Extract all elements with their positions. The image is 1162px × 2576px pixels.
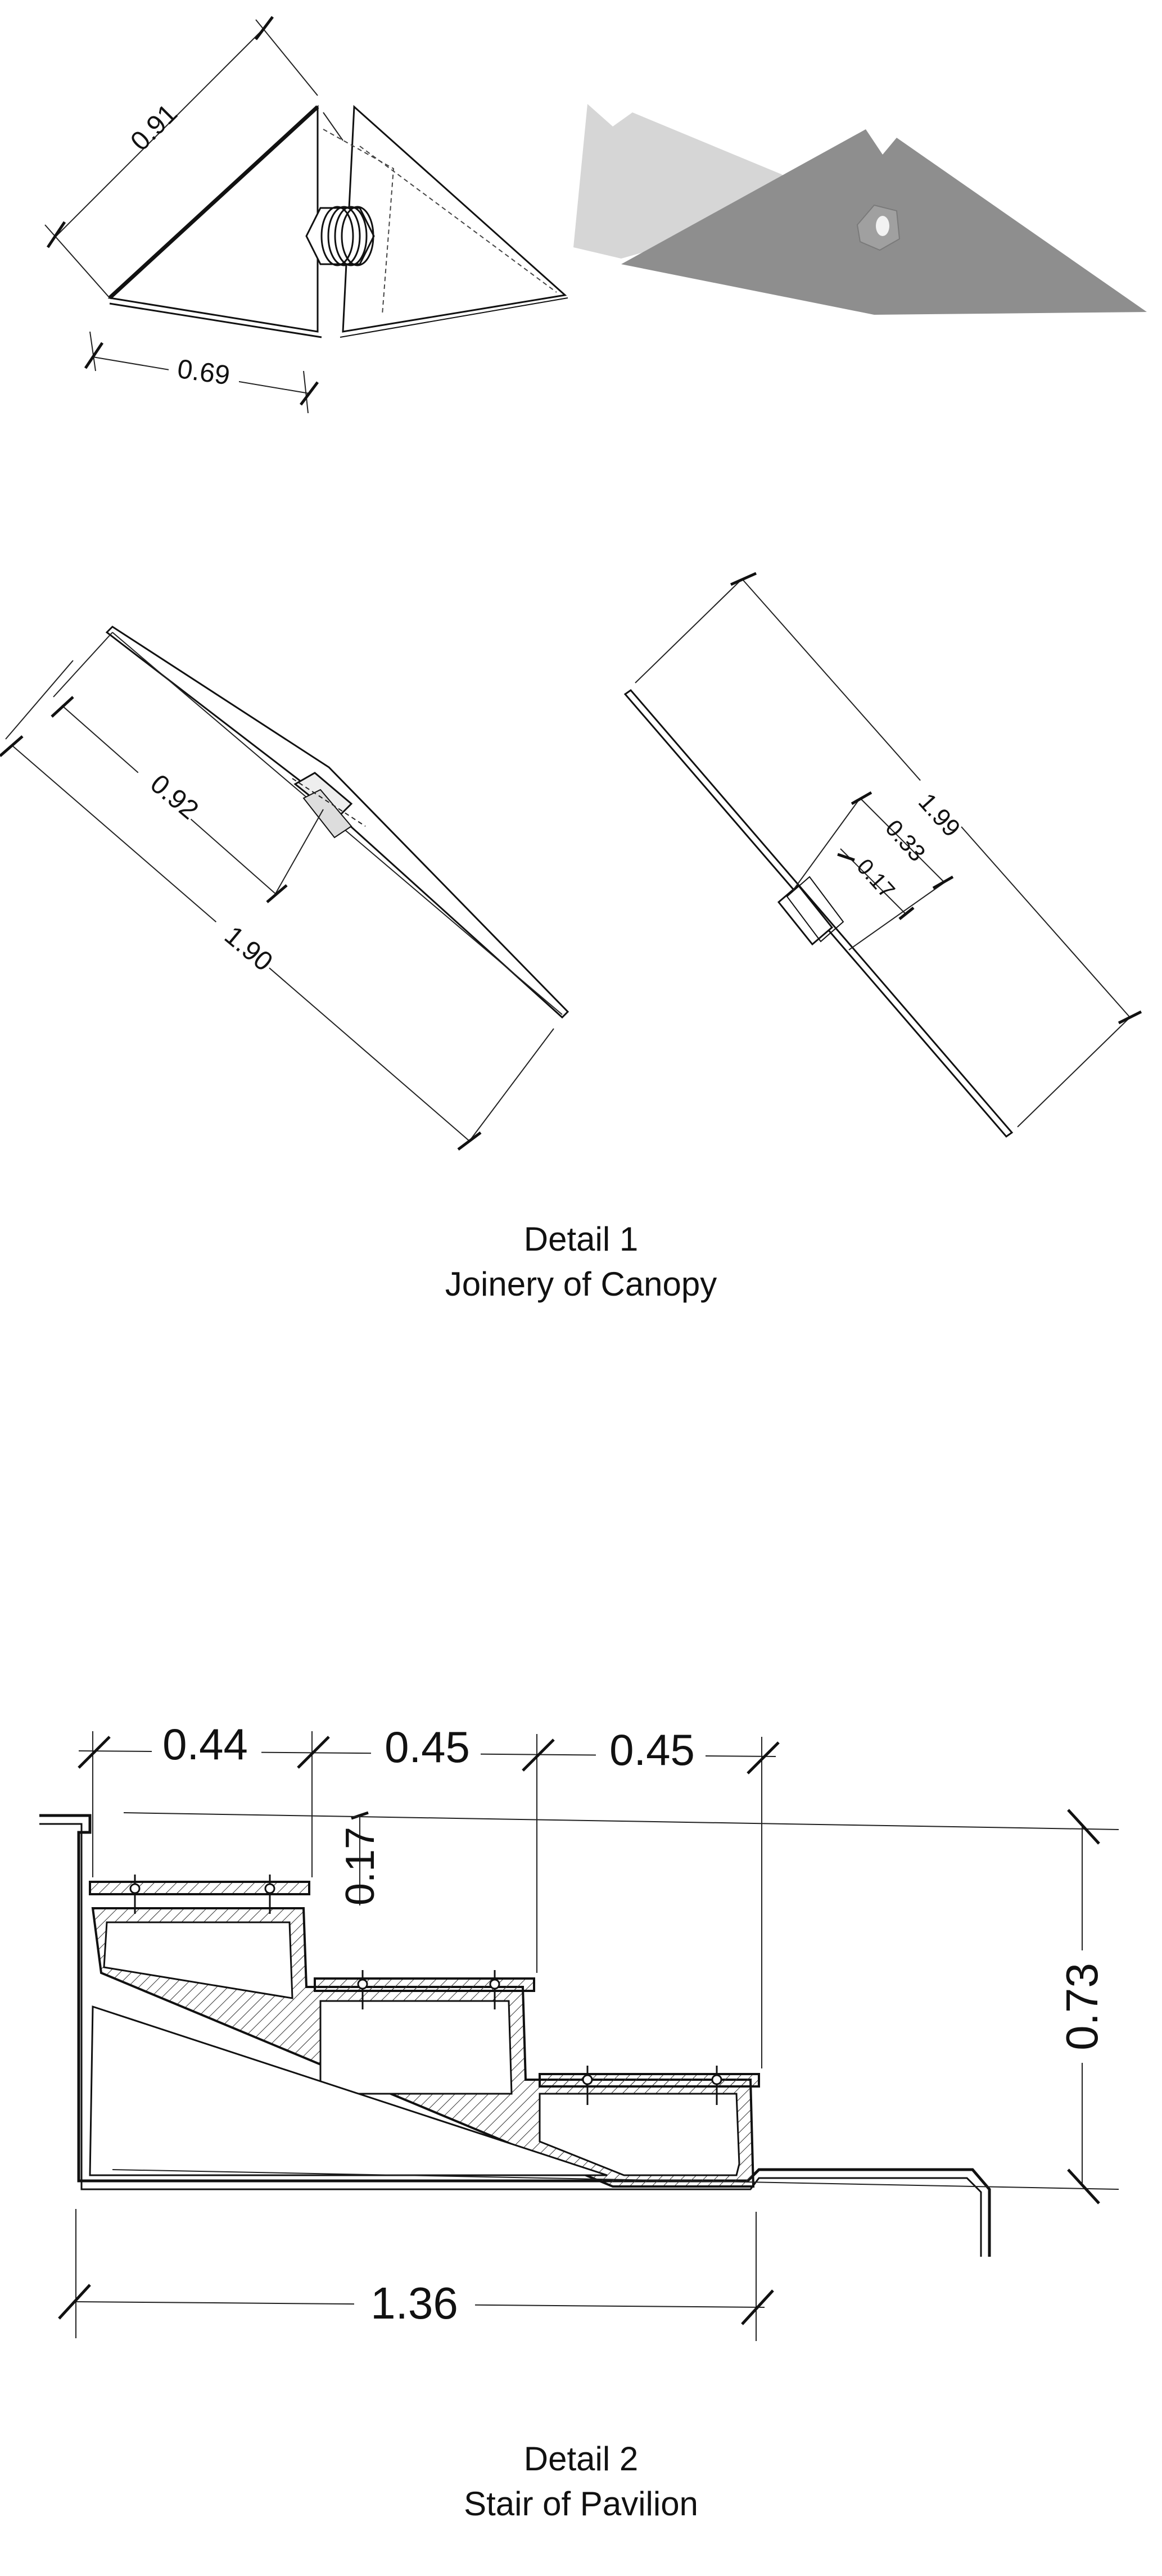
dim-label-bottom-edge: 0.69 (175, 354, 232, 391)
dimension-line-riser (351, 1811, 369, 1905)
dim-label-riser: 0.17 (338, 1827, 383, 1905)
dim-label-right-small: 0.17 (852, 854, 899, 903)
stair-section-drawing (39, 1814, 991, 2257)
detail-2-subtitle: Stair of Pavilion (464, 2485, 698, 2523)
canopy-render-image (573, 104, 1147, 315)
dim-label-tread-2: 0.45 (385, 1722, 470, 1772)
dim-label-width: 1.36 (370, 2278, 458, 2328)
dimension-line-right-overall (635, 572, 1142, 1128)
detail-2-title: Detail 2 (523, 2440, 639, 2478)
dimension-line-right-small (837, 848, 915, 920)
dim-label-tread-3: 0.45 (609, 1725, 695, 1774)
dimension-line-right-mid (792, 791, 954, 950)
dim-label-top-edge: 0.91 (125, 98, 183, 157)
detail-1-title: Detail 1 (523, 1220, 639, 1258)
detail-1-subtitle: Joinery of Canopy (445, 1265, 717, 1303)
canopy-section-right (623, 689, 1014, 1138)
canopy-section-left (105, 626, 569, 1019)
dim-label-tread-1: 0.44 (162, 1719, 248, 1769)
canopy-plan-drawing (107, 105, 568, 338)
dimension-line-top-edge (44, 16, 318, 298)
dim-label-height: 0.73 (1057, 1963, 1107, 2050)
